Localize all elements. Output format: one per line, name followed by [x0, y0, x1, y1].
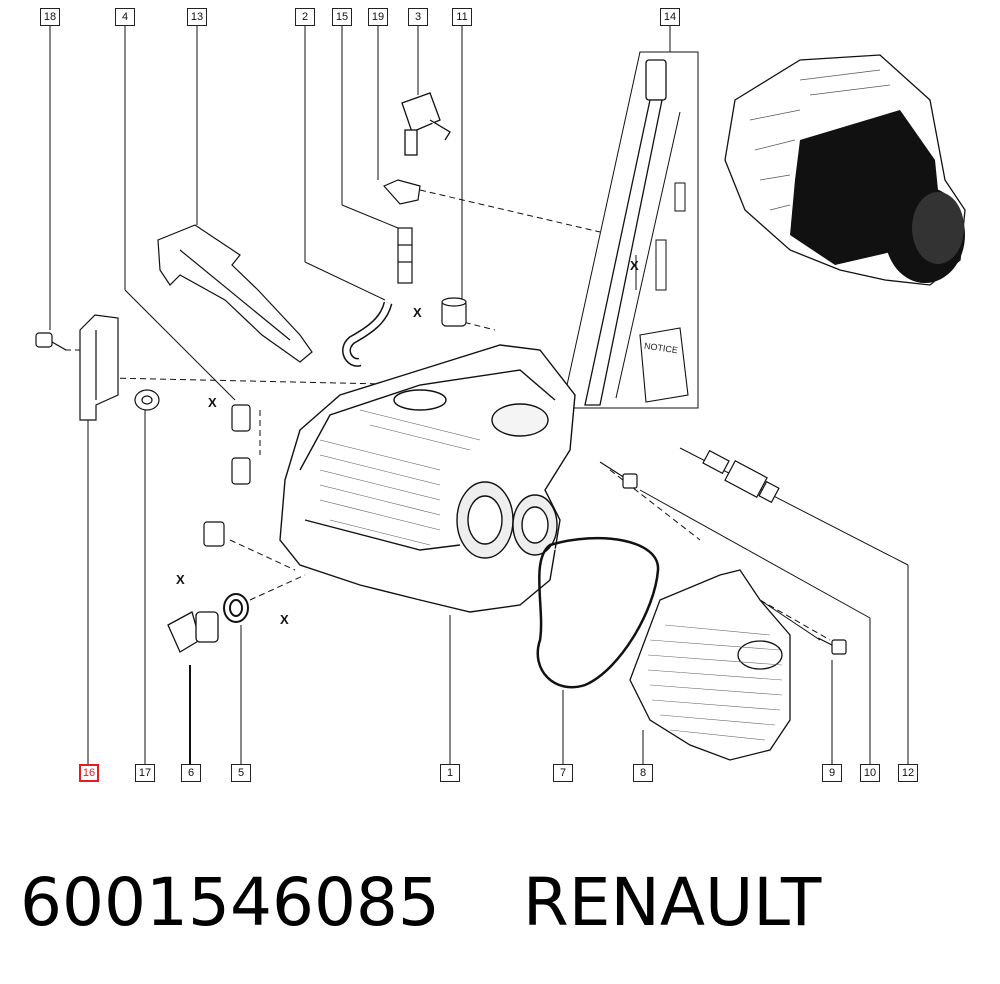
- axis-x-marker: X: [208, 395, 217, 410]
- part-caption: 6001546085 RENAULT: [20, 858, 980, 948]
- callout-7[interactable]: 7: [553, 764, 573, 782]
- axis-x-marker: X: [176, 572, 185, 587]
- transmission-thumbnail: [724, 54, 966, 286]
- callout-3[interactable]: 3: [408, 8, 428, 26]
- brand-name: RENAULT: [522, 864, 822, 941]
- callout-15[interactable]: 15: [332, 8, 352, 26]
- part-number: 6001546085: [20, 864, 440, 941]
- callout-10[interactable]: 10: [860, 764, 880, 782]
- callout-18[interactable]: 18: [40, 8, 60, 26]
- callout-2[interactable]: 2: [295, 8, 315, 26]
- callout-1[interactable]: 1: [440, 764, 460, 782]
- callout-17[interactable]: 17: [135, 764, 155, 782]
- callout-5[interactable]: 5: [231, 764, 251, 782]
- callout-12[interactable]: 12: [898, 764, 918, 782]
- axis-x-marker: X: [413, 305, 422, 320]
- callout-19[interactable]: 19: [368, 8, 388, 26]
- callout-9[interactable]: 9: [822, 764, 842, 782]
- callout-4[interactable]: 4: [115, 8, 135, 26]
- axis-x-marker: X: [630, 258, 639, 273]
- callout-16-selected[interactable]: 16: [79, 764, 99, 782]
- callout-13[interactable]: 13: [187, 8, 207, 26]
- callout-8[interactable]: 8: [633, 764, 653, 782]
- callout-6[interactable]: 6: [181, 764, 201, 782]
- axis-x-marker: X: [280, 612, 289, 627]
- callout-11[interactable]: 11: [452, 8, 472, 26]
- callout-14[interactable]: 14: [660, 8, 680, 26]
